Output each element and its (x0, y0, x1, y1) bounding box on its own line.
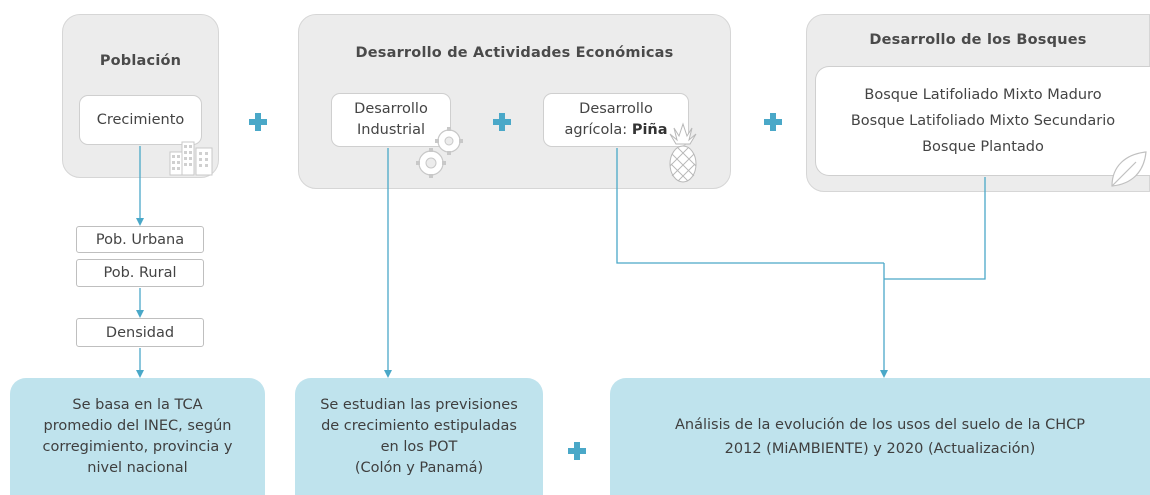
agricola-prefix: agrícola: (564, 122, 632, 138)
economicas-result-line-3: en los POT (380, 438, 458, 455)
crecimiento-label: Crecimiento (96, 112, 185, 128)
economicas-result-box: Se estudian las previsiones de crecimien… (295, 378, 543, 495)
gears-icon (416, 127, 463, 178)
economicas-result-line-4: (Colón y Panamá) (354, 459, 484, 476)
step-densidad: Densidad (76, 318, 204, 347)
poblacion-result-line-4: nivel nacional (87, 459, 188, 476)
economicas-title: Desarrollo de Actividades Económicas (355, 45, 674, 61)
step-pob-urbana-label: Pob. Urbana (95, 231, 185, 248)
bosque-item-2: Bosque Latifoliado Mixto Secundario (850, 113, 1116, 129)
bosque-item-1: Bosque Latifoliado Mixto Maduro (864, 87, 1102, 103)
agricola-line-2: agrícola: Piña (564, 120, 667, 141)
plus-icon (249, 113, 267, 131)
crecimiento-box: Crecimiento (79, 95, 202, 145)
economicas-result-line-2: de crecimiento estipuladas (321, 417, 517, 434)
poblacion-title: Población (99, 53, 182, 69)
step-pob-urbana: Pob. Urbana (76, 226, 204, 253)
plus-icon (493, 113, 511, 131)
leaf-icon (1111, 151, 1147, 187)
agricola-crop: Piña (631, 122, 668, 138)
pineapple-icon (669, 122, 697, 183)
step-pob-rural-label: Pob. Rural (103, 265, 177, 281)
poblacion-result-box: Se basa en la TCA promedio del INEC, seg… (10, 378, 265, 495)
analisis-result-box: Análisis de la evolución de los usos del… (610, 378, 1150, 495)
bosque-item-3: Bosque Plantado (922, 139, 1044, 155)
line-agricola (616, 148, 884, 264)
analisis-line-1: Análisis de la evolución de los usos del… (675, 416, 1085, 433)
poblacion-result-line-2: promedio del INEC, según (43, 417, 232, 434)
bosques-title: Desarrollo de los Bosques (869, 32, 1087, 48)
industrial-line-1: Desarrollo (354, 101, 428, 117)
industrial-box: Desarrollo Industrial (331, 93, 451, 147)
plus-icon (764, 113, 782, 131)
plus-icon (568, 442, 586, 460)
poblacion-result-line-3: corregimiento, provincia y (42, 438, 233, 455)
agricola-line-1: Desarrollo (579, 101, 653, 117)
line-bosques (884, 177, 986, 280)
step-densidad-label: Densidad (105, 324, 175, 341)
analisis-line-2: 2012 (MiAMBIENTE) y 2020 (Actualización) (724, 440, 1036, 457)
poblacion-result-line-1: Se basa en la TCA (72, 396, 203, 413)
economicas-result-line-1: Se estudian las previsiones (320, 396, 518, 413)
industrial-line-2: Industrial (356, 122, 425, 138)
agricola-box: Desarrollo agrícola: Piña (543, 93, 689, 147)
step-pob-rural: Pob. Rural (76, 259, 204, 287)
buildings-icon (169, 141, 213, 176)
bosques-box: Bosque Latifoliado Mixto Maduro Bosque L… (815, 66, 1150, 176)
